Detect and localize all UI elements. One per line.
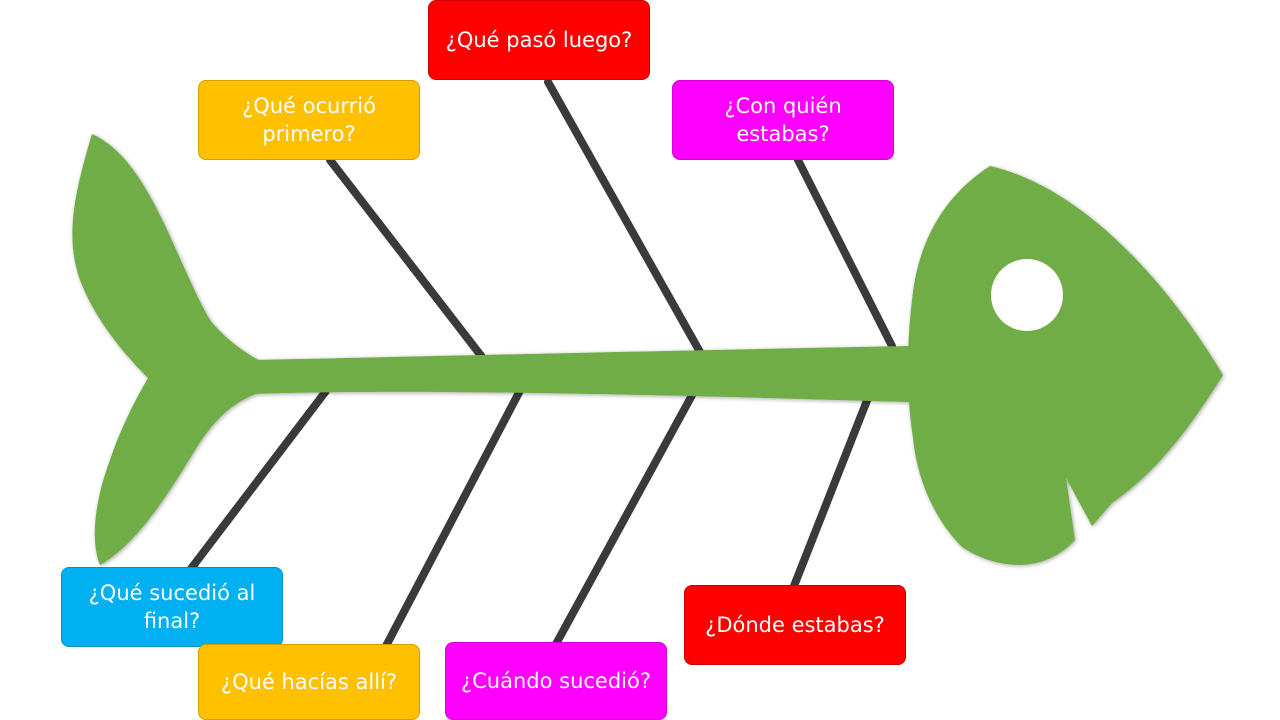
bone-lower-3 (552, 384, 700, 648)
question-box-que-sucedio-al-final: ¿Qué sucedió al final? (61, 567, 283, 647)
fish-head (907, 166, 1223, 565)
question-label: ¿Cuándo sucedió? (460, 669, 652, 693)
question-box-que-hacias-alli: ¿Qué hacías allí? (198, 644, 420, 720)
eye-icon (991, 259, 1063, 331)
question-box-que-ocurrio-primero: ¿Qué ocurrió primero? (198, 80, 420, 160)
fish-tail (72, 134, 263, 565)
bone-lower-2 (382, 379, 528, 650)
fish-spine (250, 346, 910, 402)
question-box-que-paso-luego: ¿Qué pasó luego? (428, 0, 650, 80)
fish-bones (186, 78, 896, 650)
question-box-cuando-sucedio: ¿Cuándo sucedió? (445, 642, 667, 720)
question-box-donde-estabas: ¿Dónde estabas? (684, 585, 906, 665)
question-label: ¿Con quién estabas? (724, 94, 842, 146)
question-label: ¿Dónde estabas? (705, 613, 885, 637)
bone-lower-1 (186, 387, 330, 574)
question-label: ¿Qué ocurrió primero? (242, 94, 376, 146)
bone-upper-1 (326, 156, 486, 361)
question-label: ¿Qué pasó luego? (445, 28, 633, 52)
bone-lower-4 (790, 394, 872, 590)
question-label: ¿Qué hacías allí? (220, 670, 398, 694)
question-box-con-quien-estabas: ¿Con quién estabas? (672, 80, 894, 160)
bone-upper-2 (544, 78, 704, 356)
question-label: ¿Qué sucedió al final? (88, 581, 256, 633)
fish-body (72, 134, 1223, 565)
bone-upper-3 (794, 156, 896, 350)
